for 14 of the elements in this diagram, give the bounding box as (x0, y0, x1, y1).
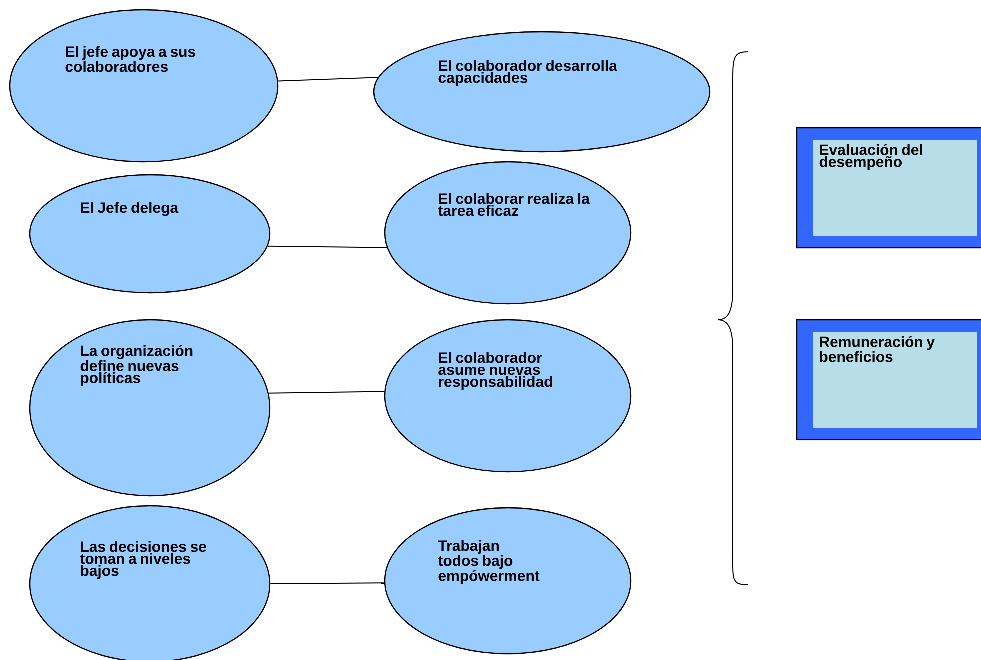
process-box: Evaluación del desempeño (796, 127, 981, 249)
connector-line (270, 582, 385, 584)
ellipse-node: Trabajan todos bajo empówerment (384, 507, 632, 655)
ellipse-node: Las decisiones se toman a niveles bajos (29, 505, 271, 660)
ellipse-node: El colaborar realiza la tarea eficaz (384, 161, 632, 305)
ellipse-node: El jefe apoya a sus colaboradores (9, 9, 279, 163)
process-box: Remuneración y beneficios (796, 319, 981, 441)
ellipse-node: La organización define nuevas políticas (29, 319, 271, 497)
ellipse-node: El colaborador asume nuevas responsabilidad (384, 319, 632, 473)
connector-line (267, 246, 388, 248)
ellipse-node: El Jefe delega (29, 174, 271, 294)
ellipse-node: El colaborador desarrolla capacidades (373, 31, 711, 153)
connector-line (278, 77, 379, 82)
connector-line (268, 391, 386, 394)
